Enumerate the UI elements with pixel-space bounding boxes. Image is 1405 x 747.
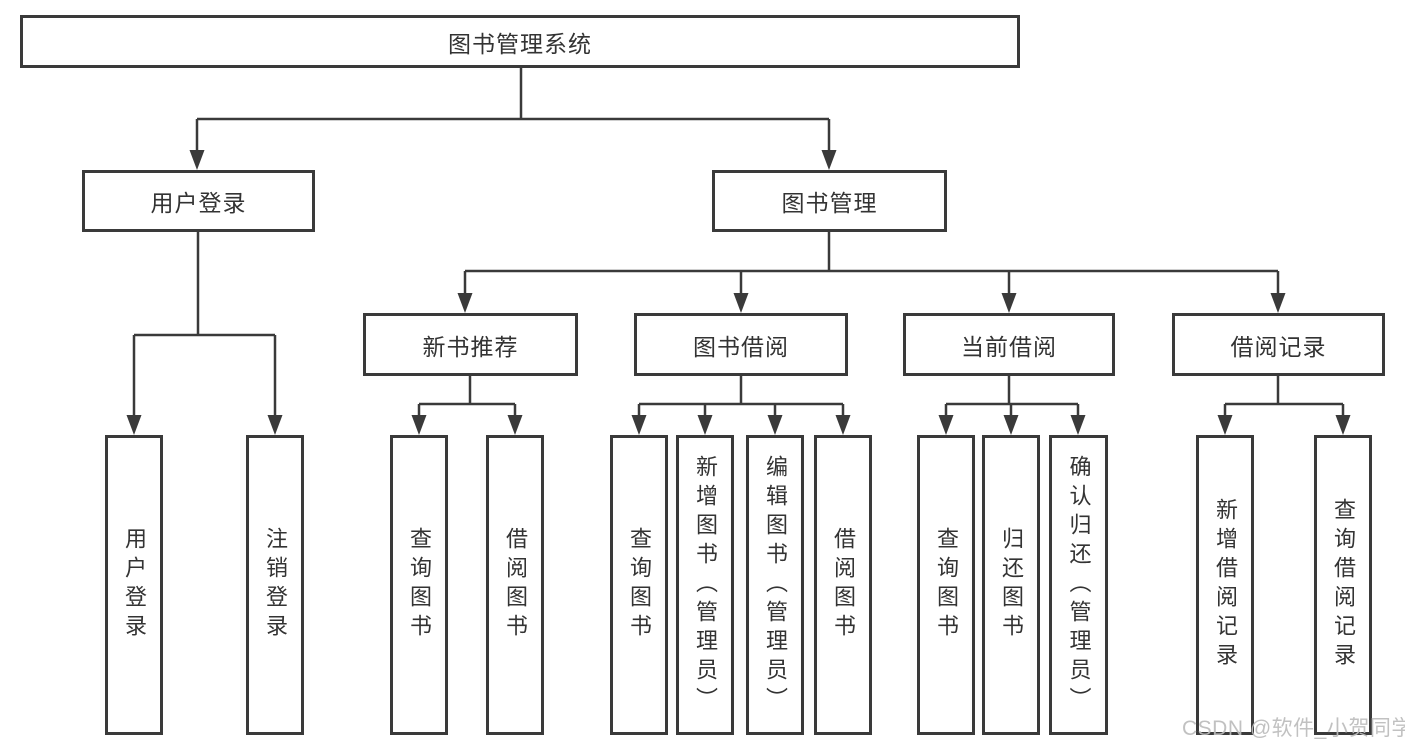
leaf-records-add: 新增借阅记录 — [1196, 435, 1254, 735]
leaf-current-query: 查询图书 — [917, 435, 975, 735]
leaf-borrowing-query: 查询图书 — [610, 435, 668, 735]
csdn-watermark: CSDN @软件_小贺同学 — [1182, 717, 1405, 740]
leaf-current-confirm-return: 确认归还（管理员） — [1049, 435, 1108, 735]
leaf-borrowing-borrow: 借阅图书 — [814, 435, 872, 735]
node-root: 图书管理系统 — [20, 15, 1020, 68]
node-book-management: 图书管理 — [712, 170, 947, 232]
leaf-records-query: 查询借阅记录 — [1314, 435, 1372, 735]
leaf-newbooks-query: 查询图书 — [390, 435, 448, 735]
node-book-borrowing: 图书借阅 — [634, 313, 848, 376]
leaf-borrowing-edit: 编辑图书（管理员） — [746, 435, 804, 735]
leaf-current-return: 归还图书 — [982, 435, 1040, 735]
leaf-newbooks-borrow: 借阅图书 — [486, 435, 544, 735]
node-current-borrowing: 当前借阅 — [903, 313, 1115, 376]
leaf-user-login: 用户登录 — [105, 435, 163, 735]
node-new-books: 新书推荐 — [363, 313, 578, 376]
leaf-logout: 注销登录 — [246, 435, 304, 735]
node-borrow-records: 借阅记录 — [1172, 313, 1385, 376]
node-user-login: 用户登录 — [82, 170, 315, 232]
leaf-borrowing-add: 新增图书（管理员） — [676, 435, 734, 735]
